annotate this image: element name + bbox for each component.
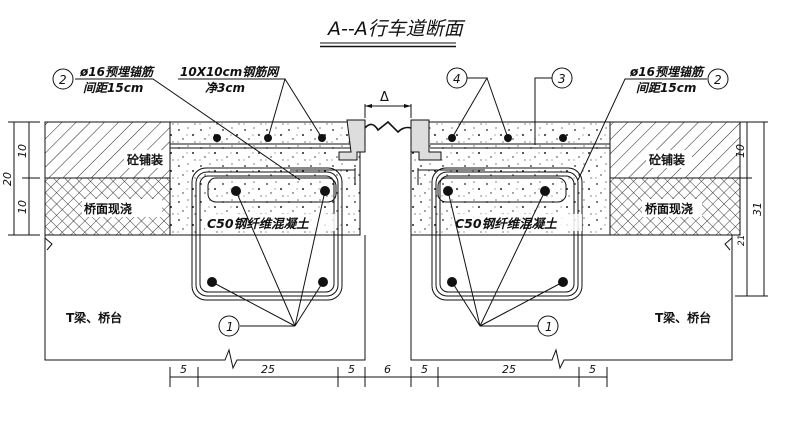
mesh-label: 10X10cm钢筋网 xyxy=(180,65,280,79)
svg-text:1: 1 xyxy=(226,320,234,334)
left-section: 砼铺装 桥面现浇 C50钢纤维混凝土 T梁、桥台 xyxy=(44,78,366,370)
beam-left-label: T梁、桥台 xyxy=(66,310,122,325)
dim-left-bottom: 10 xyxy=(16,200,29,214)
dim-right-top: 10 xyxy=(734,144,747,158)
callout-1-right: 1 xyxy=(537,315,559,337)
dim-right-total: 31 xyxy=(751,202,764,216)
dim-bottom-2: 5 xyxy=(348,363,355,376)
dim-bottom-4: 5 xyxy=(421,363,428,376)
steel-anchor-profile-left xyxy=(338,119,366,161)
dim-bottom-1: 25 xyxy=(261,363,275,376)
svg-text:2: 2 xyxy=(59,73,67,87)
svg-text:4: 4 xyxy=(453,72,461,86)
callout-4: 4 xyxy=(446,67,468,89)
anchor-bar-right-spacing: 间距15cm xyxy=(636,81,696,95)
callout-3: 3 xyxy=(551,67,573,89)
callout-2-right: 2 xyxy=(707,68,729,90)
rubber-seal-strip xyxy=(364,120,412,134)
deck-left-label: 桥面现浇 xyxy=(84,201,132,216)
dim-bottom-6: 5 xyxy=(589,363,596,376)
gap-symbol: Δ xyxy=(380,90,389,105)
callout-2-left: 2 xyxy=(52,68,74,90)
dim-bottom-5: 25 xyxy=(502,363,516,376)
svg-text:1: 1 xyxy=(545,320,553,334)
dim-left-top: 10 xyxy=(16,144,29,158)
rebar-cage-left xyxy=(191,134,356,301)
beam-right-outline xyxy=(410,235,733,370)
right-dimension-chain: 10 31 21 xyxy=(734,121,768,297)
right-section: 砼铺装 桥面现浇 C50钢纤维混凝土 T梁、桥台 xyxy=(410,77,741,370)
mesh-cover-label: 净3cm xyxy=(205,81,245,95)
svg-text:2: 2 xyxy=(714,73,722,87)
gap-dimension xyxy=(364,104,412,118)
dim-right-small: 21 xyxy=(737,235,747,246)
anchor-bar-right-label: ø16预埋锚筋 xyxy=(629,65,705,79)
beam-right-label: T梁、桥台 xyxy=(655,310,711,325)
dim-bottom-0: 5 xyxy=(180,363,187,376)
anchor-bar-left-spacing: 间距15cm xyxy=(83,81,143,95)
left-dimension-chain: 20 10 10 xyxy=(1,121,40,236)
svg-text:3: 3 xyxy=(558,72,566,86)
dim-bottom-3: 6 xyxy=(384,363,391,376)
drawing-title: A--A行车道断面 xyxy=(326,18,466,40)
beam-left-outline xyxy=(44,235,366,370)
anchor-bar-left-label: ø16预埋锚筋 xyxy=(79,65,155,79)
concrete-left-label: C50钢纤维混凝土 xyxy=(207,216,310,231)
bottom-dimension-chain: 5 25 5 6 5 25 5 xyxy=(169,363,608,387)
steel-anchor-profile-right xyxy=(410,119,442,161)
callout-1-left: 1 xyxy=(218,315,240,337)
pavement-right-label: 砼铺装 xyxy=(649,152,685,167)
concrete-right-label: C50钢纤维混凝土 xyxy=(455,216,558,231)
deck-right-label: 桥面现浇 xyxy=(645,201,693,216)
pavement-left-label: 砼铺装 xyxy=(127,152,163,167)
dim-left-total: 20 xyxy=(1,172,14,186)
